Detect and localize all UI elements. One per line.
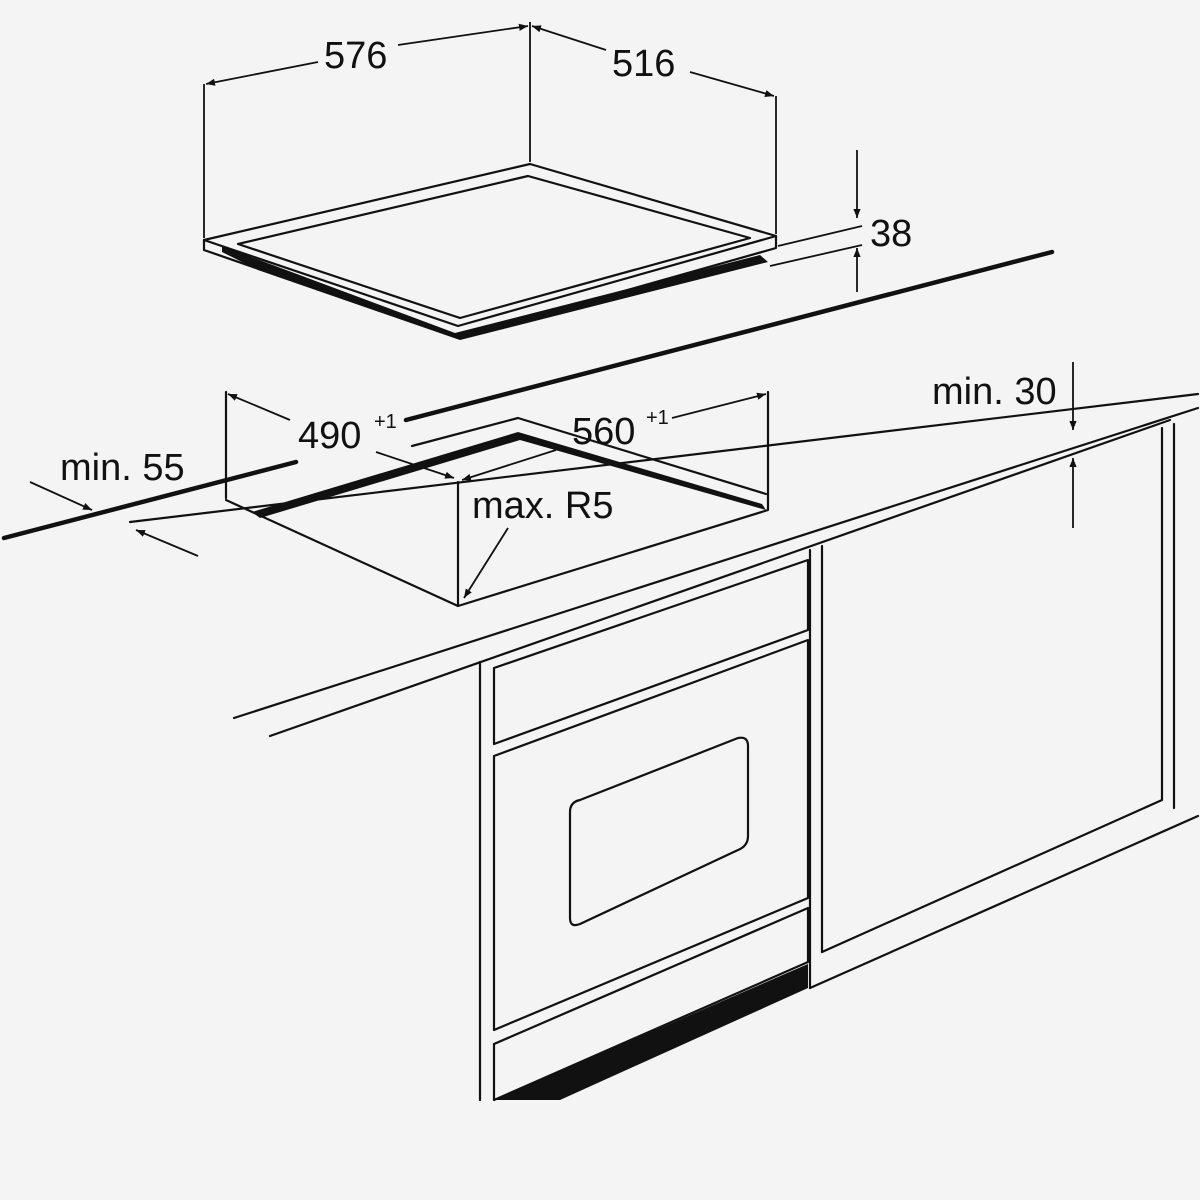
dim-576-label: 576	[324, 35, 387, 77]
oven-door	[492, 638, 810, 1032]
ext-hob-bottom	[769, 244, 863, 267]
oven-drawer	[492, 906, 810, 1102]
dim-516-line-a	[531, 25, 607, 51]
radius-leader	[463, 527, 509, 599]
dim-516-line-b	[689, 71, 775, 97]
worktop-front-lower-1	[232, 406, 1200, 720]
min-55-label: min. 55	[60, 447, 185, 489]
plinth-shadow	[494, 964, 808, 1100]
hob	[202, 162, 778, 340]
cutout-inner-line	[410, 416, 768, 496]
cutout-corner-diag	[461, 449, 557, 481]
dim-516-label: 516	[612, 43, 675, 85]
cabinet	[478, 422, 1200, 1102]
ext-hob-top	[777, 225, 863, 247]
hob-underside	[222, 246, 768, 340]
dim-38-label: 38	[870, 213, 912, 255]
dim-560-label: 560	[572, 411, 635, 453]
cutout-front-right	[224, 390, 770, 608]
min-30-label: min. 30	[932, 371, 1057, 413]
worktop	[1, 249, 1200, 738]
dim-490-label: 490	[298, 415, 361, 457]
hob-glass-top	[202, 162, 778, 328]
dim-490-line-a	[227, 393, 291, 421]
cabinet-right-door	[820, 426, 1164, 954]
dim-560-tolerance: +1	[646, 407, 669, 429]
dim-490-tolerance: +1	[374, 411, 397, 433]
dim-490-line-b	[375, 451, 455, 479]
worktop-back-edge-right	[403, 249, 1055, 423]
dim-560-line-b	[671, 392, 767, 419]
cutout	[224, 390, 770, 608]
worktop-back-edge-left	[1, 459, 299, 541]
oven-window	[568, 736, 750, 927]
cutout-back-shadow	[252, 432, 766, 518]
oven-control-panel	[492, 558, 810, 746]
hob-glass-inner	[236, 174, 752, 320]
radius-label: max. R5	[472, 485, 613, 527]
min-55-arrow-a	[29, 481, 93, 511]
cabinet-plinth-right	[808, 814, 1200, 990]
dim-576-line-a	[205, 61, 319, 86]
dim-576-line-b	[397, 23, 529, 46]
worktop-front-lower-2	[268, 418, 1172, 738]
min-55-arrow-b	[135, 529, 199, 557]
hob-front-edge	[202, 234, 778, 340]
